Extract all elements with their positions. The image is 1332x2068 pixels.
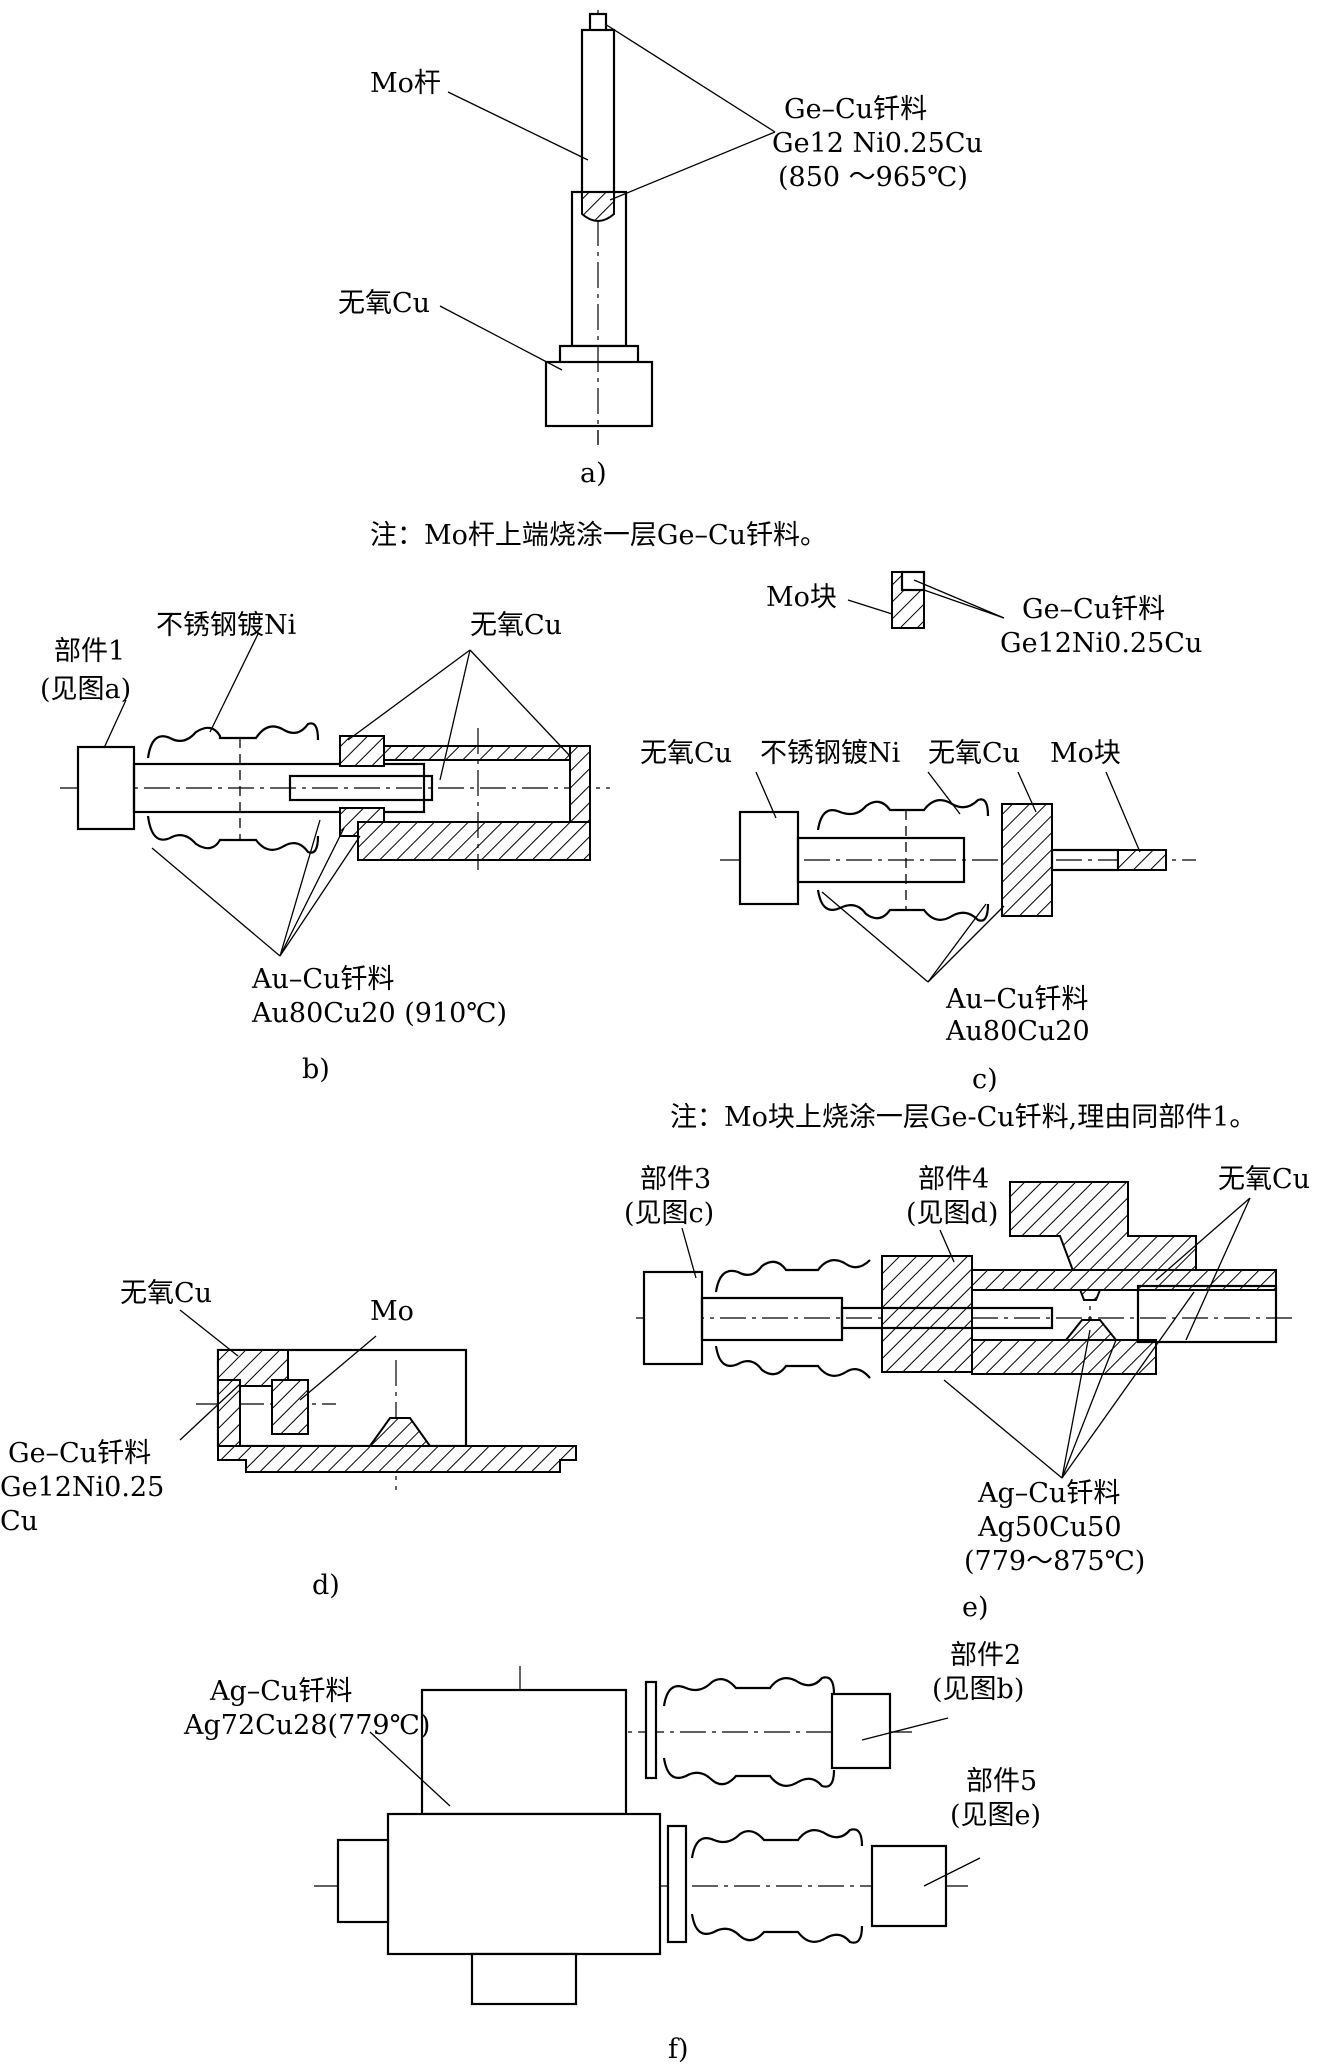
label-ag-cu-temperature-e: (779～875℃) [964, 1546, 1145, 1577]
mo-rod [580, 28, 616, 202]
caption-d: d) [312, 1570, 340, 1601]
label-braze-temperature: (850 ～965℃) [778, 162, 968, 193]
cone-e [1063, 1319, 1119, 1341]
left-cap-f [336, 1838, 390, 1924]
figure-c: Mo块 Ge–Cu钎料 Ge12Ni0.25Cu 无氧Cu 不锈钢镀Ni 无氧C… [640, 570, 1256, 1133]
label-mo-d: Mo [370, 1296, 414, 1327]
bottom-block-f [470, 1952, 578, 2006]
note-a: 注：Mo杆上端烧涂一层Ge–Cu钎料。 [370, 520, 827, 551]
label-ag-cu-composition-f: Ag72Cu28(779℃) [183, 1710, 430, 1741]
flange-e [881, 1255, 973, 1373]
cu-head-c [738, 810, 800, 906]
bellows-top-f [662, 1676, 836, 1707]
cu-housing-top [383, 745, 591, 761]
mo-pin-b [288, 774, 434, 802]
label-ge-cu-composition-d2: Cu [0, 1506, 38, 1537]
label-part1-ref: (见图a) [40, 674, 131, 705]
right-flange-f [666, 1824, 688, 1944]
label-au-cu-braze: Au–Cu钎料 [251, 964, 394, 995]
part1-head [76, 745, 136, 831]
label-oxygen-free-cu-e: 无氧Cu [1218, 1164, 1310, 1195]
label-oxygen-free-cu-c2: 无氧Cu [928, 738, 1020, 769]
mo-block-notch [900, 570, 926, 592]
braze-joint-a [581, 191, 615, 222]
label-part4-ref: (见图d) [906, 1198, 998, 1229]
label-ge-cu-composition-c: Ge12Ni0.25Cu [1000, 628, 1202, 659]
cu-side-d [217, 1379, 241, 1447]
bellows-top-b [146, 722, 320, 759]
bellows-bottom-e [714, 1345, 871, 1379]
figure-e: 部件3 (见图c) 部件4 (见图d) 无氧Cu Ag–Cu钎料 Ag50Cu5… [624, 1164, 1310, 1623]
label-stainless-steel-c: 不锈钢镀Ni [760, 738, 901, 769]
label-stainless-steel: 不锈钢镀Ni [156, 610, 297, 641]
cone-d [368, 1417, 432, 1447]
caption-e: e) [962, 1592, 989, 1623]
label-ge-cu-composition-d: Ge12Ni0.25 [0, 1472, 164, 1503]
part2-head-f [830, 1692, 892, 1770]
cu-cap-d [217, 1349, 289, 1387]
label-part2-ref: (见图b) [932, 1674, 1024, 1705]
label-mo-block: Mo块 [766, 582, 837, 613]
cu-flange-b [339, 735, 385, 767]
label-part5-ref: (见图e) [950, 1800, 1041, 1831]
label-mo-block-c: Mo块 [1050, 738, 1121, 769]
part5-head-f [870, 1844, 948, 1928]
label-au-cu-composition: Au80Cu20 (910℃) [251, 998, 507, 1029]
bellows-bottom-b [146, 815, 320, 854]
label-oxygen-free-cu-b: 无氧Cu [470, 610, 562, 641]
head-e [642, 1270, 704, 1366]
figure-a: Mo杆 Ge–Cu钎料 Ge12 Ni0.25Cu (850 ～965℃) 无氧… [338, 10, 983, 551]
label-oxygen-free-cu-c1: 无氧Cu [640, 738, 732, 769]
label-part3-ref: (见图c) [624, 1198, 714, 1229]
middle-block-f [386, 1812, 662, 1956]
caption-a: a) [580, 458, 607, 489]
base-d [217, 1445, 577, 1473]
figure-d: 无氧Cu Mo Ge–Cu钎料 Ge12Ni0.25 Cu d) [0, 1278, 577, 1601]
body-e-low [971, 1339, 1157, 1375]
label-part2: 部件2 [950, 1640, 1021, 1671]
label-ge-cu-braze-d: Ge–Cu钎料 [8, 1438, 151, 1469]
figure-f: Ag–Cu钎料 Ag72Cu28(779℃) 部件2 (见图b) 部件5 (见图… [183, 1640, 1041, 2065]
label-au-cu-braze-c: Au–Cu钎料 [945, 984, 1088, 1015]
label-part3: 部件3 [640, 1164, 711, 1195]
label-ge-cu-braze: Ge–Cu钎料 [784, 94, 927, 125]
caption-b: b) [302, 1054, 330, 1085]
upper-plate-f [644, 1680, 658, 1780]
bellows-bottom-c [816, 889, 990, 922]
caption-f: f) [668, 2034, 689, 2065]
bellows-top-c [816, 798, 990, 831]
label-ge-cu-braze-c: Ge–Cu钎料 [1022, 594, 1165, 625]
upper-block-f [420, 1688, 628, 1816]
outlet-e [1136, 1284, 1278, 1344]
label-oxygen-free-cu: 无氧Cu [338, 288, 430, 319]
label-part4: 部件4 [918, 1164, 989, 1195]
label-ag-cu-braze-f: Ag–Cu钎料 [209, 1676, 352, 1707]
mo-block-c [1117, 849, 1167, 871]
cu-flange-c [1001, 803, 1053, 917]
figure-b: 部件1 (见图a) 不锈钢镀Ni 无氧Cu Au–Cu钎料 Au80Cu20 (… [40, 610, 610, 1085]
label-part1: 部件1 [54, 636, 125, 667]
label-part5: 部件5 [966, 1766, 1037, 1797]
mo-insert-d [271, 1379, 309, 1435]
label-au-cu-composition-c: Au80Cu20 [945, 1016, 1090, 1047]
shaft-e [700, 1296, 844, 1342]
bellows-bottom-f [662, 1757, 836, 1788]
bellows-bottom-f2 [690, 1913, 864, 1944]
label-ag-cu-composition-e: Ag50Cu50 [977, 1512, 1122, 1543]
note-c: 注：Mo块上烧涂一层Ge-Cu钎料,理由同部件1。 [670, 1102, 1256, 1133]
inner-pin-e [840, 1306, 1054, 1330]
bellows-top-e [714, 1259, 871, 1293]
part1-shaft [132, 762, 426, 814]
label-ag-cu-braze-e: Ag–Cu钎料 [977, 1478, 1120, 1509]
caption-c: c) [972, 1064, 998, 1095]
cu-housing-bottom [357, 821, 591, 861]
label-ge-cu-composition: Ge12 Ni0.25Cu [772, 128, 983, 159]
bellows-top-f2 [690, 1828, 864, 1859]
shaft-c [796, 836, 966, 884]
label-mo-rod: Mo杆 [370, 68, 441, 99]
cu-base [544, 360, 654, 428]
label-oxygen-free-cu-d: 无氧Cu [120, 1278, 212, 1309]
